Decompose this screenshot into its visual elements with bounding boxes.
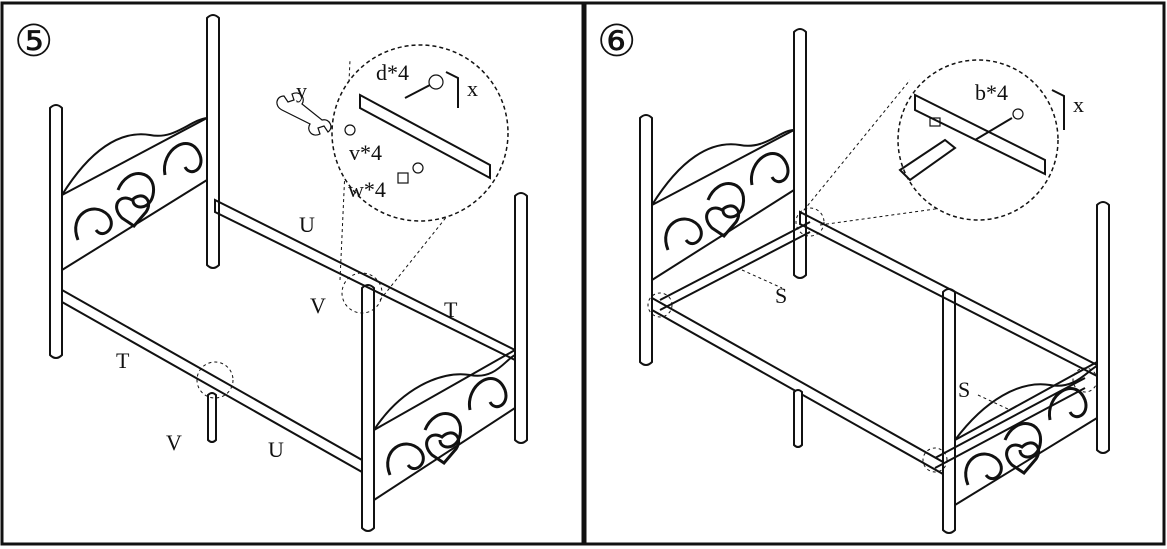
callout-circle-top (341, 272, 383, 314)
panel-step-6: ⑥ (583, 1, 1166, 546)
nut-icon (397, 172, 409, 184)
panel-6-border (583, 1, 1166, 546)
label-slat-s-bottom: S (958, 377, 970, 402)
callout-circle-6 (795, 207, 825, 237)
headboard-scrolls (74, 142, 203, 241)
label-nut-w4: w*4 (348, 177, 386, 202)
headboard-6 (639, 28, 807, 366)
panel-5-border (0, 1, 585, 546)
footboard-scrolls (386, 377, 508, 476)
label-bracket-v-bottom: V (166, 430, 182, 455)
label-bracket-v-top: V (310, 293, 326, 318)
post-right-front (514, 192, 528, 444)
label-rail-t-right: T (444, 297, 458, 322)
label-wrench-y: y (296, 78, 307, 103)
center-leg (207, 392, 217, 443)
wrench-icon (276, 92, 332, 136)
label-rail-t-left: T (116, 348, 130, 373)
allen-key-icon (445, 71, 459, 108)
zoom-rail (359, 93, 491, 180)
footboard-6 (942, 201, 1110, 534)
frame-rails-6 (651, 210, 1098, 476)
label-allen-x: x (467, 76, 478, 101)
callout-circle-bottom (196, 361, 234, 399)
label-bolt-d4: d*4 (376, 60, 409, 85)
slat-bottom (934, 377, 1086, 459)
post-left-front (361, 284, 375, 532)
zoom-detail-5 (331, 44, 509, 222)
step-number-5: ⑤ (14, 17, 53, 66)
bolt-head-icon-6 (1012, 108, 1024, 120)
label-washer-v4: v*4 (349, 140, 382, 165)
step-number-6: ⑥ (597, 17, 636, 66)
washer-icon (344, 124, 356, 136)
footboard (361, 192, 528, 532)
post-left-back (49, 104, 63, 359)
label-slat-s-top: S (775, 283, 787, 308)
label-allen-x-6: x (1073, 92, 1084, 117)
label-bolt-b4: b*4 (975, 80, 1008, 105)
slat-top (659, 221, 811, 301)
label-rail-u-bottom: U (268, 437, 284, 462)
allen-key-icon-6 (1051, 89, 1065, 130)
side-rails (61, 198, 516, 474)
rail-bottom (61, 288, 363, 474)
rail-top (214, 198, 516, 362)
headboard (49, 14, 220, 359)
panel-step-5: ⑤ (0, 1, 585, 546)
zoom-detail-6 (897, 59, 1059, 221)
bolt-head-icon (428, 74, 444, 90)
post-right-back (206, 14, 220, 269)
label-rail-u-top: U (299, 212, 315, 237)
